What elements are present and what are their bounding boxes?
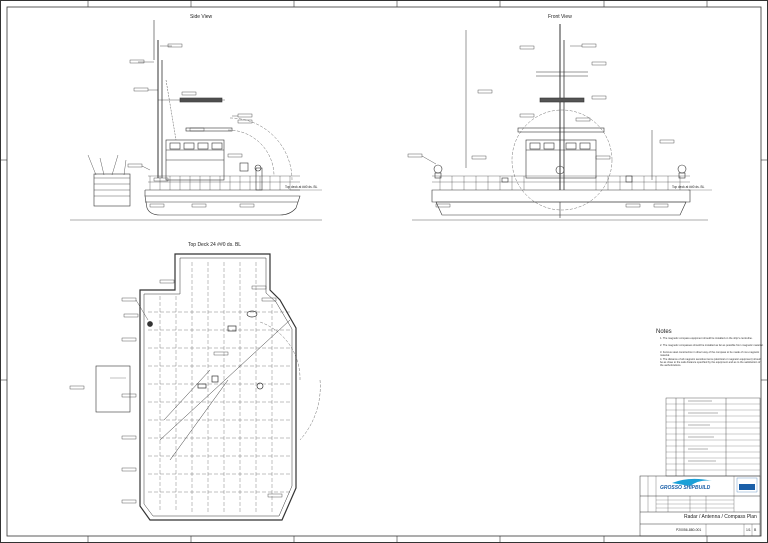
side-deck-level-label: Top deck at ##0 ds. BL <box>285 185 318 189</box>
front-view-drawing <box>407 24 712 221</box>
side-view-drawing <box>70 20 322 221</box>
front-view-title: Front View <box>548 14 572 20</box>
company-name: GROSSO SHIPBUILD <box>660 485 711 491</box>
client-logo <box>736 477 758 493</box>
revision-letter: B <box>754 528 757 532</box>
side-view-title: Side View <box>190 14 213 20</box>
note-item: 1. The magnetic compass equipment should… <box>660 337 753 340</box>
title-block <box>639 475 761 537</box>
top-deck-title: Top Deck 24 ##0 ds. BL <box>188 242 242 248</box>
notes-title: Notes <box>656 329 672 335</box>
drawing-number: P20056-880-001 <box>676 528 702 532</box>
revision-table <box>665 397 761 477</box>
note-item: 2. The magnetic compasses should be inst… <box>660 344 764 347</box>
note-item: 3. Ferrous steel construction in direct … <box>660 351 760 357</box>
front-deck-level-label: Top deck at ##0 ds. BL <box>672 185 705 189</box>
company-logo <box>672 478 712 486</box>
note-item: 4. The distance of all magnetic sensitiv… <box>660 358 762 367</box>
top-deck-plan-drawing <box>69 253 321 521</box>
sheet-number: 1/1 <box>746 528 751 532</box>
drawing-title: Radar / Antenna / Compass Plan <box>684 514 757 520</box>
